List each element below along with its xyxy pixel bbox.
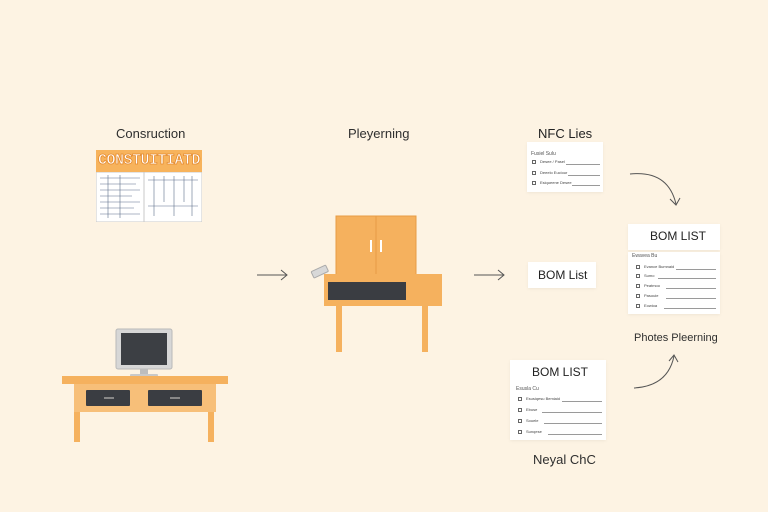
cabinet-icon (310, 215, 442, 352)
list-item: Peatmoo (636, 283, 716, 291)
list-item: Sunqese (518, 429, 602, 437)
computer-monitor-icon (115, 328, 173, 378)
curved-arrow-down-icon (629, 173, 681, 206)
list-item: Ebuse (518, 407, 602, 415)
arrow-right-icon (474, 269, 505, 281)
desk-with-monitor (62, 328, 228, 442)
blueprint-banner: CONSTUITIATD (98, 152, 201, 170)
list-item: Desee / Pasel (532, 159, 600, 167)
nfc-lies-subtitle: Fusiel Sulu (531, 151, 556, 157)
bom-list-right-body: Ewavea Bu Evance Bumnaid Sumo Peatmoo Pa… (628, 252, 720, 314)
list-item: Deeelo Euciour (532, 170, 600, 178)
phase-planning-label: Photes Pleerning (634, 332, 718, 344)
curved-arrow-up-icon (633, 354, 679, 389)
planning-label: Pleyerning (348, 126, 410, 141)
bom-list-lower-card: BOM LIST Esusla Cu Esusiqesu Bemiaid Ebu… (510, 360, 606, 440)
list-item: Eowioa (636, 303, 716, 311)
nfc-lies-title: NFC Lies (538, 126, 593, 141)
list-item: Souele (518, 418, 602, 426)
bom-list-lower-title: BOM LIST (532, 365, 589, 379)
bom-list-right-card: BOM LIST (628, 224, 720, 250)
bom-list-right-title: BOM LIST (650, 229, 707, 243)
list-item: Esusiqesu Bemiaid (518, 396, 602, 404)
bom-list-middle-card: BOM List (528, 262, 596, 288)
bom-list-right-subtitle: Ewavea Bu (632, 253, 658, 259)
list-item: Evance Bumnaid (636, 264, 716, 272)
construction-label: Consruction (116, 126, 186, 141)
neyal-label: Neyal ChC (533, 452, 596, 467)
nfc-lies-card: Fusiel Sulu Desee / Pasel Deeelo Euciour… (527, 142, 603, 192)
desk-icon (62, 376, 228, 442)
list-item: Esiqueene Desee (532, 180, 600, 188)
bom-list-lower-subtitle: Esusla Cu (516, 386, 539, 392)
list-item: Pasouie (636, 293, 716, 301)
bom-list-middle-title: BOM List (538, 268, 588, 282)
list-item: Sumo (636, 273, 716, 281)
blueprint-icon: CONSTUITIATD (96, 150, 202, 222)
arrow-right-icon (257, 269, 288, 281)
